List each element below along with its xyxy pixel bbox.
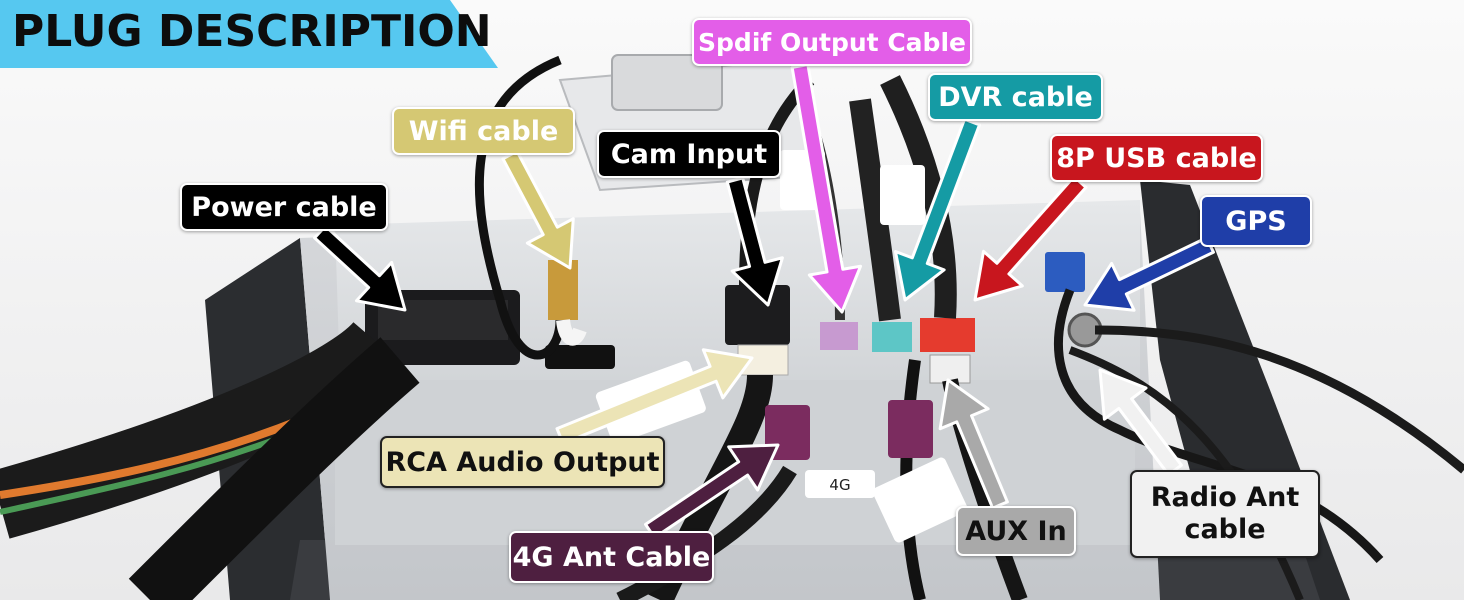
- 4g-arrow: [644, 443, 780, 540]
- label-gps: GPS: [1200, 195, 1312, 247]
- label-power-cable: Power cable: [180, 183, 388, 231]
- orange-wire: [0, 416, 302, 499]
- label-4g-ant-cable: 4G Ant Cable: [509, 531, 714, 583]
- title-banner-shape: [0, 0, 498, 68]
- wifi-sma-connector: [548, 260, 578, 320]
- fakra-4g-b: [888, 400, 933, 458]
- wifi-wire-white: [556, 318, 587, 346]
- cable-tag-4g-text: 4G: [829, 476, 850, 494]
- cam-arrow: [725, 176, 784, 307]
- dvr-arrow: [893, 117, 981, 302]
- cable-radio: [1094, 325, 1464, 474]
- bracket-connector: [611, 54, 723, 111]
- dvr-connector: [872, 322, 912, 352]
- usb-connector: [920, 318, 975, 352]
- cable-tag-dvr: [880, 165, 925, 225]
- cable-tag-aux: [872, 457, 968, 543]
- rca-arrow: [555, 348, 754, 445]
- label-radio-ant-line2: cable: [1184, 514, 1266, 545]
- label-dvr-cable: DVR cable: [928, 73, 1103, 121]
- hdmi-port: [545, 345, 615, 369]
- page-title: PLUG DESCRIPTION: [12, 6, 492, 57]
- spdif-arrow: [790, 63, 863, 314]
- label-aux-in: AUX In: [956, 506, 1076, 556]
- label-wifi-cable: Wifi cable: [392, 107, 575, 155]
- cable-tag-4g: [805, 470, 875, 498]
- cable-4g: [616, 465, 797, 600]
- label-8p-usb-cable: 8P USB cable: [1050, 134, 1263, 182]
- radio-arrow: [1098, 368, 1183, 477]
- label-radio-ant-line1: Radio Ant: [1150, 482, 1300, 513]
- wifi-arrow: [501, 149, 575, 270]
- label-rca-audio-output: RCA Audio Output: [380, 436, 665, 488]
- callout-arrows: [313, 63, 1215, 540]
- gps-connector: [1045, 252, 1085, 292]
- label-cam-input: Cam Input: [597, 130, 781, 178]
- harness-wires-2: [128, 337, 420, 600]
- cable-dvr: [849, 98, 901, 322]
- green-wire: [0, 427, 302, 515]
- aux-connector: [929, 354, 971, 384]
- usb-arrow: [973, 175, 1088, 302]
- label-spdif-output: Spdif Output Cable: [692, 18, 972, 66]
- aux-arrow: [938, 378, 1009, 510]
- wifi-wire: [474, 55, 565, 360]
- spdif-connector: [820, 322, 858, 350]
- title-banner: PLUG DESCRIPTION: [0, 0, 498, 68]
- cam-connector: [725, 285, 790, 345]
- gps-arrow: [1083, 236, 1215, 312]
- label-radio-ant-cable: Radio Ant cable: [1130, 470, 1320, 558]
- power-arrow: [313, 224, 407, 312]
